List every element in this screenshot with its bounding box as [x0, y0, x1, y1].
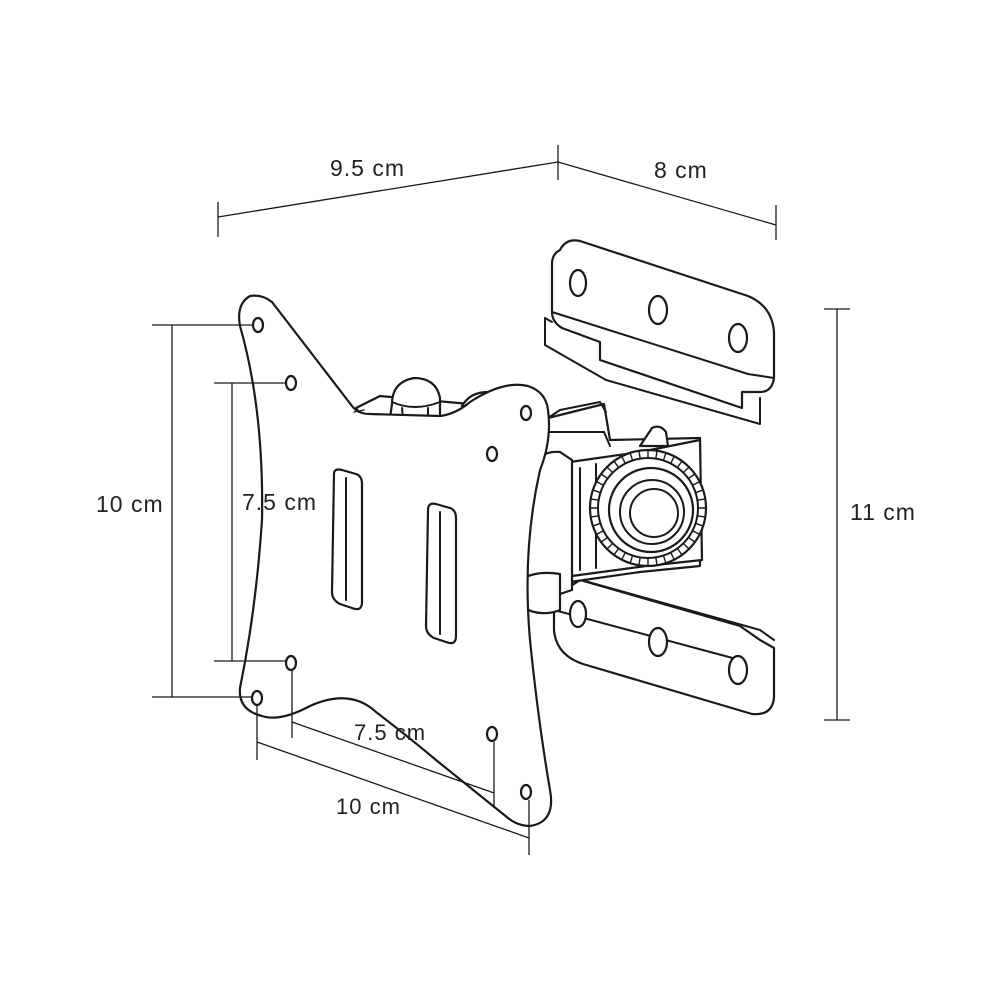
gear-teeth: [589, 449, 707, 567]
gear-tooth: [682, 542, 690, 550]
label-depth-9-5: 9.5 cm: [330, 155, 405, 181]
gear-tooth: [595, 529, 605, 536]
gear-tooth: [638, 450, 641, 460]
gear-tooth: [682, 466, 690, 474]
pivot-arm: [515, 401, 708, 615]
gear-tooth: [600, 536, 609, 543]
gear-tooth: [662, 452, 667, 462]
gear-tooth: [613, 547, 620, 556]
gear-tooth: [655, 556, 658, 566]
gear-tooth: [590, 515, 600, 518]
gear-tooth: [655, 450, 658, 460]
gear-tooth: [669, 551, 676, 561]
vesa-plate: [238, 294, 553, 828]
gear-tooth: [676, 547, 683, 556]
gear-tooth: [606, 466, 614, 474]
gear-tooth: [669, 455, 676, 465]
label-inner-height: 7.5 cm: [242, 489, 317, 515]
gear-tooth: [694, 489, 704, 494]
dimension-labels: 9.5 cm 8 cm 10 cm 7.5 cm 7.5 cm 10 cm 11…: [96, 155, 916, 819]
label-depth-8: 8 cm: [654, 157, 708, 183]
gear-tooth: [694, 522, 704, 527]
gear-tooth: [687, 473, 696, 480]
gear-tooth: [620, 455, 627, 465]
dimension-lines: [152, 145, 850, 855]
gear-tooth: [590, 498, 600, 501]
gear-tooth: [606, 542, 614, 550]
gear-tooth: [696, 515, 706, 518]
gear-tooth: [691, 480, 701, 487]
gear-tooth: [592, 489, 602, 494]
gear-tooth: [676, 460, 683, 469]
label-wall-plate-height: 11 cm: [850, 499, 916, 525]
gear-tooth: [638, 556, 641, 566]
gear-tooth: [687, 536, 696, 543]
label-outer-height: 10 cm: [96, 491, 164, 517]
gear-tooth: [600, 473, 609, 480]
gear-tooth: [662, 554, 667, 564]
gear-tooth: [629, 554, 634, 564]
gear-tooth: [620, 551, 627, 561]
gear-tooth: [691, 529, 701, 536]
gear-tooth: [595, 480, 605, 487]
label-inner-width: 7.5 cm: [354, 720, 426, 745]
label-outer-width: 10 cm: [336, 794, 401, 819]
wall-plate: [544, 239, 776, 716]
gear-tooth: [629, 452, 634, 462]
gear-tooth: [613, 460, 620, 469]
gear-tooth: [592, 522, 602, 527]
gear-tooth: [696, 498, 706, 501]
